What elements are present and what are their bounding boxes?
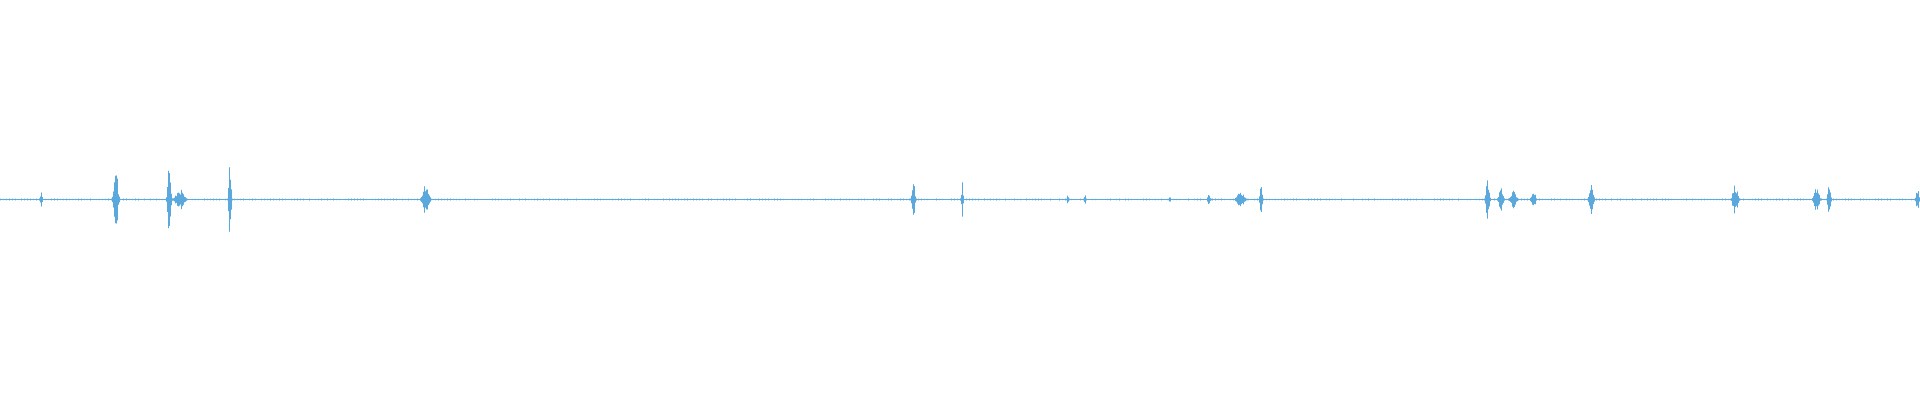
waveform-burst: [1587, 185, 1595, 214]
waveform-burst: [1084, 195, 1087, 204]
waveform-burst: [960, 182, 964, 217]
waveform-burst: [1259, 187, 1263, 212]
waveform-burst: [1235, 192, 1248, 207]
waveform-burst: [227, 167, 233, 232]
waveform-burst: [1915, 191, 1920, 208]
waveform-bursts: [0, 167, 1920, 232]
waveform-burst: [1066, 195, 1070, 204]
waveform-burst: [1508, 190, 1519, 209]
waveform-burst: [1168, 197, 1171, 202]
waveform-burst: [1826, 187, 1832, 212]
waveform-burst: [39, 192, 43, 207]
waveform-burst: [910, 184, 917, 215]
waveform-burst: [1484, 180, 1491, 219]
waveform-burst: [1730, 185, 1740, 214]
waveform-burst: [1812, 189, 1822, 210]
waveform-burst: [1207, 195, 1212, 204]
waveform-burst: [166, 170, 173, 229]
waveform-burst: [173, 189, 188, 210]
waveform-burst: [420, 186, 432, 213]
waveform-burst: [1497, 188, 1505, 211]
waveform-burst: [111, 175, 120, 224]
waveform-burst: [1530, 193, 1537, 206]
